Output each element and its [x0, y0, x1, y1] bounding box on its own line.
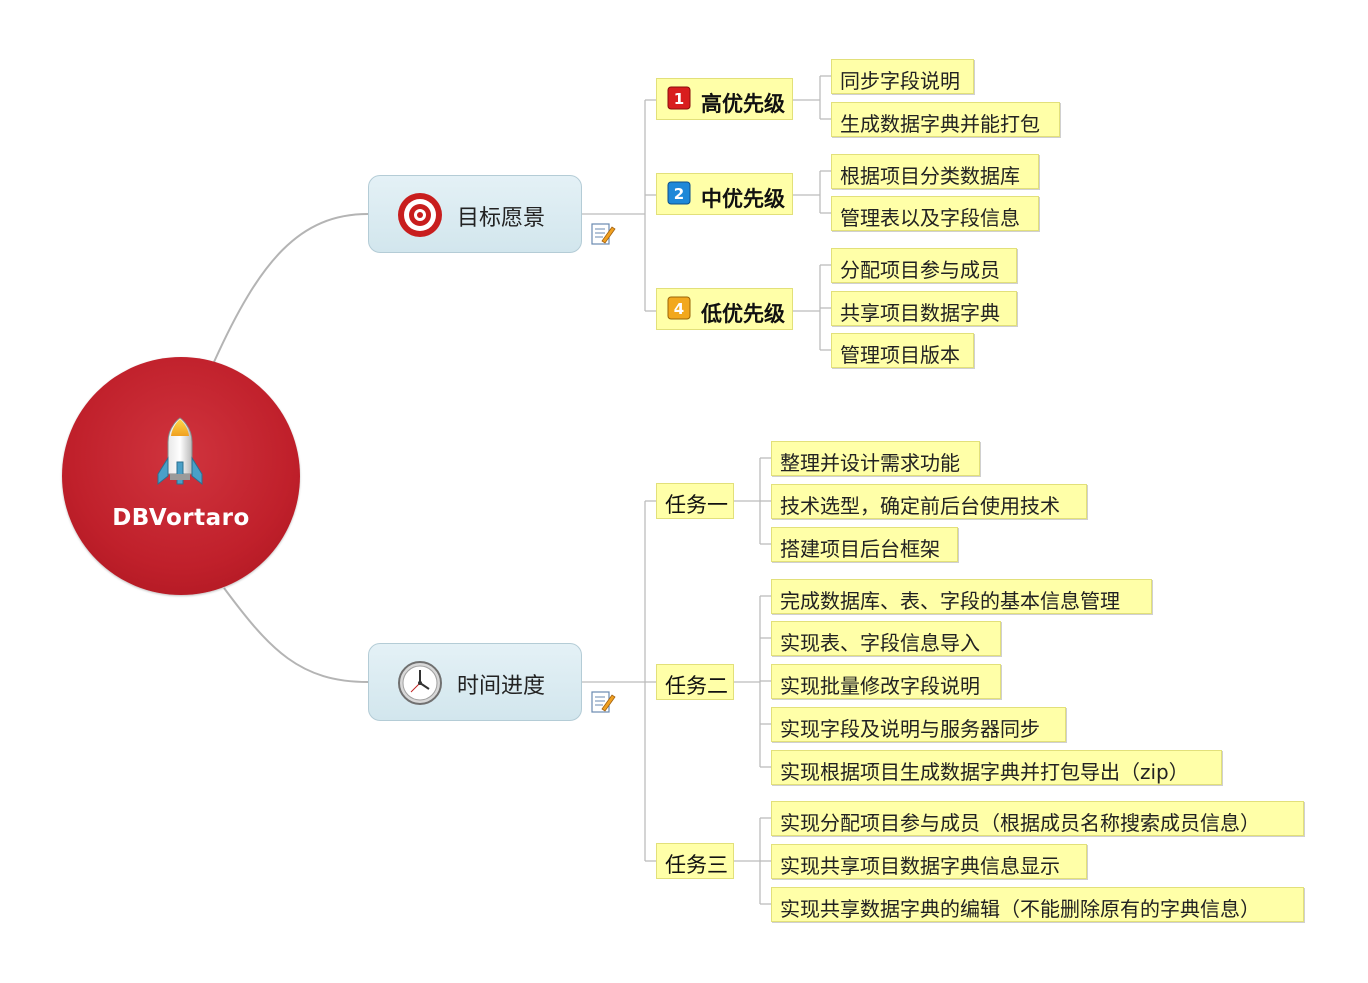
leaf-item[interactable]: 实现共享项目数据字典信息显示	[771, 844, 1087, 879]
leaf-item[interactable]: 管理表以及字段信息	[831, 196, 1039, 231]
clock-icon	[398, 661, 442, 705]
subtopic-label: 任务二	[665, 674, 728, 698]
target-icon	[398, 193, 442, 237]
svg-text:4: 4	[674, 300, 684, 318]
leaf-item[interactable]: 实现表、字段信息导入	[771, 621, 1001, 656]
leaf-item[interactable]: 整理并设计需求功能	[771, 441, 980, 476]
rocket-icon	[157, 417, 203, 486]
leaf-item[interactable]: 完成数据库、表、字段的基本信息管理	[771, 579, 1152, 614]
subtopic-label: 高优先级	[701, 92, 785, 116]
subtopic-high-priority[interactable]: 1 高优先级	[656, 78, 793, 120]
leaf-item[interactable]: 管理项目版本	[831, 333, 974, 368]
topic-goal-vision[interactable]: 目标愿景	[368, 175, 582, 253]
priority-4-badge-icon: 4	[667, 296, 691, 320]
link-root-goal	[213, 213, 369, 363]
leaf-item[interactable]: 实现共享数据字典的编辑（不能删除原有的字典信息）	[771, 887, 1304, 922]
priority-2-badge-icon: 2	[667, 181, 691, 205]
subtopic-label: 低优先级	[701, 302, 785, 326]
subtopic-label: 中优先级	[701, 187, 785, 211]
note-icon[interactable]	[590, 221, 616, 247]
leaf-item[interactable]: 技术选型，确定前后台使用技术	[771, 484, 1087, 519]
leaf-item[interactable]: 实现批量修改字段说明	[771, 664, 1001, 699]
subtopic-label: 任务一	[665, 493, 728, 517]
leaf-item[interactable]: 实现根据项目生成数据字典并打包导出（zip）	[771, 750, 1222, 785]
leaf-item[interactable]: 分配项目参与成员	[831, 248, 1017, 283]
link-root-time	[223, 587, 369, 683]
priority-1-badge-icon: 1	[667, 86, 691, 110]
leaf-item[interactable]: 根据项目分类数据库	[831, 154, 1039, 189]
svg-text:1: 1	[674, 90, 684, 108]
note-icon[interactable]	[590, 689, 616, 715]
subtopic-task-1[interactable]: 任务一	[656, 483, 734, 519]
topic-goal-vision-label: 目标愿景	[457, 206, 546, 231]
leaf-item[interactable]: 实现分配项目参与成员（根据成员名称搜索成员信息）	[771, 801, 1304, 836]
svg-text:2: 2	[674, 185, 684, 203]
topic-time-progress-label: 时间进度	[457, 674, 546, 699]
subtopic-task-2[interactable]: 任务二	[656, 664, 734, 700]
subtopic-task-3[interactable]: 任务三	[656, 843, 734, 879]
leaf-item[interactable]: 共享项目数据字典	[831, 291, 1017, 326]
leaf-item[interactable]: 生成数据字典并能打包	[831, 102, 1060, 137]
leaf-item[interactable]: 搭建项目后台框架	[771, 527, 958, 562]
leaf-item[interactable]: 实现字段及说明与服务器同步	[771, 707, 1066, 742]
leaf-item[interactable]: 同步字段说明	[831, 59, 974, 94]
subtopic-low-priority[interactable]: 4 低优先级	[656, 288, 793, 330]
subtopic-medium-priority[interactable]: 2 中优先级	[656, 173, 793, 215]
root-title: DBVortaro	[112, 505, 250, 531]
topic-time-progress[interactable]: 时间进度	[368, 643, 582, 721]
subtopic-label: 任务三	[665, 853, 728, 877]
